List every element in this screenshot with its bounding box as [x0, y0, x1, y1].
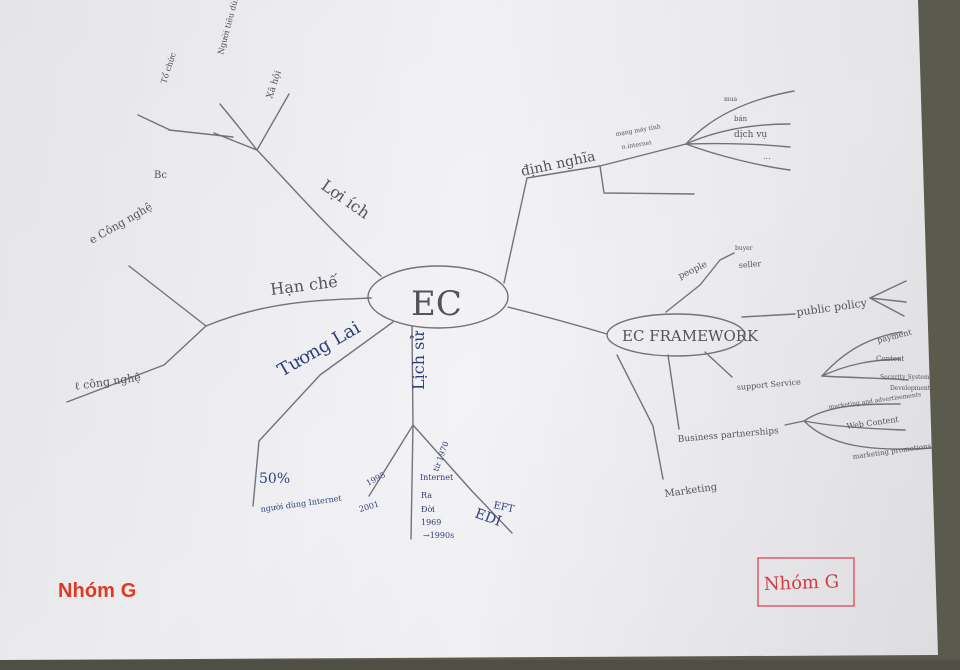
- definition-fan-sell: bán: [734, 115, 748, 123]
- history-eft: EFT: [492, 500, 515, 515]
- framework-security: Security System: [880, 374, 930, 381]
- framework-label: EC FRAMEWORK: [622, 327, 759, 345]
- red-stamp-box: [757, 557, 855, 607]
- definition-fan-service: dịch vụ: [734, 130, 767, 140]
- history-stat: 50%: [259, 471, 290, 487]
- left-tree-label-bc: Bc: [154, 170, 167, 181]
- framework-buyer: buyer: [735, 245, 753, 252]
- mind-map-lines: [66, 90, 933, 540]
- history-internet: Internet: [420, 473, 454, 482]
- paper-stamp-text: Nhóm G: [763, 571, 839, 595]
- branch-history-label: Lịch sử: [409, 330, 428, 390]
- framework-seller: seller: [738, 259, 761, 270]
- definition-internet: n.internet: [621, 139, 653, 151]
- history-ra: Ra: [421, 491, 432, 500]
- group-caption: Nhóm G: [58, 580, 137, 602]
- paper-shading: [0, 0, 938, 660]
- definition-fan-buy: mua: [724, 96, 738, 103]
- history-arrow-1990s: →1990s: [423, 531, 454, 540]
- history-doi: Đời: [421, 505, 435, 514]
- history-year-1969: 1969: [421, 518, 441, 527]
- center-label: EC: [411, 284, 462, 324]
- framework-development: Development: [890, 385, 931, 392]
- framework-content: Content: [876, 355, 905, 363]
- definition-fan-more: ...: [763, 152, 771, 161]
- table-edge: [0, 660, 960, 670]
